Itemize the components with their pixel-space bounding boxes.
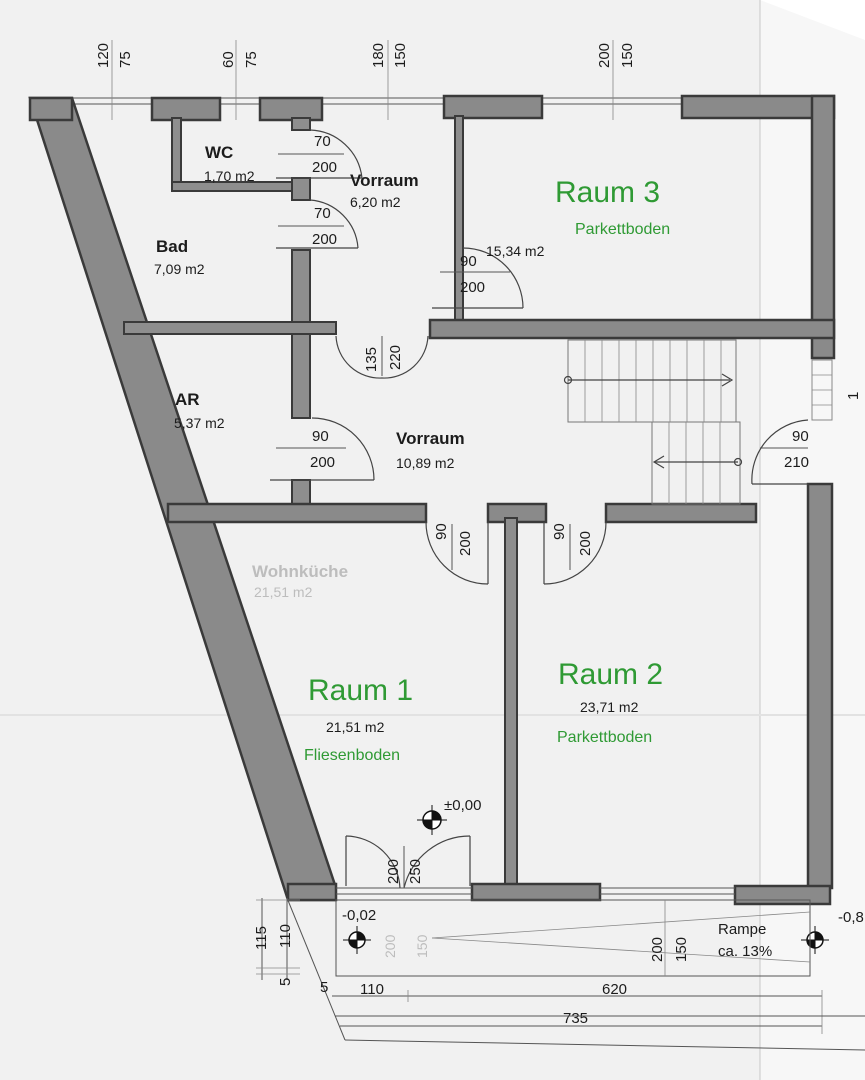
bottom-dim: 735 bbox=[563, 1010, 588, 1027]
top-dim-label: 60 bbox=[220, 51, 237, 68]
top-dim-label: 120 bbox=[95, 43, 112, 68]
level-marker-icon bbox=[801, 926, 829, 954]
room-name-ar: AR bbox=[175, 390, 200, 409]
room-area-raum3: 15,34 m2 bbox=[486, 243, 545, 259]
top-dim-label: 180 bbox=[370, 43, 387, 68]
door-dim: 70 bbox=[314, 133, 331, 150]
ramp-label: Rampe bbox=[718, 921, 766, 938]
outer-wall-right-lower bbox=[806, 482, 834, 890]
room-floor-raum2: Parkettboden bbox=[557, 729, 652, 746]
level-floor: ±0,00 bbox=[444, 797, 481, 814]
door-dim: 200 bbox=[312, 159, 337, 176]
level-marker-icon bbox=[343, 926, 371, 954]
door-dim: 90 bbox=[551, 523, 568, 540]
door-swings bbox=[270, 129, 809, 889]
door-dim: 200 bbox=[649, 937, 666, 962]
door-dim: 200 bbox=[310, 454, 335, 471]
door-dim: 90 bbox=[792, 428, 809, 445]
ramp-slope: ca. 13% bbox=[718, 943, 772, 960]
wc-wall-stub bbox=[291, 177, 311, 201]
room-labels: WC 1,70 m2 Vorraum 6,20 m2 Bad 7,09 m2 R… bbox=[154, 143, 670, 764]
door-dim: 90 bbox=[312, 428, 329, 445]
top-dimension-labels: 120 75 60 75 180 150 200 150 bbox=[95, 43, 636, 68]
room-name-wohnkueche: Wohnküche bbox=[252, 562, 348, 581]
bottom-dimensions: 115 110 5 5 110 620 735 bbox=[253, 897, 865, 1051]
room-floor-raum1: Fliesenboden bbox=[304, 747, 400, 764]
top-dim-label: 75 bbox=[117, 51, 134, 68]
wc-wall-left bbox=[171, 117, 182, 191]
wall-bad-bottom bbox=[123, 321, 337, 335]
door-dim: 200 bbox=[457, 531, 474, 556]
level-ramp-edge: -0,8 bbox=[838, 909, 864, 926]
top-dim-label: 150 bbox=[619, 43, 636, 68]
room-name-raum1: Raum 1 bbox=[308, 674, 413, 707]
staircase bbox=[563, 339, 833, 505]
door-dim: 200 bbox=[382, 934, 398, 958]
room-name-vorraum-top: Vorraum bbox=[350, 171, 419, 190]
door-dim: 200 bbox=[385, 859, 402, 884]
door-dim: 200 bbox=[312, 231, 337, 248]
door-dim: 90 bbox=[460, 253, 477, 270]
room-area-vorraum-top: 6,20 m2 bbox=[350, 194, 401, 210]
level-marker-icon bbox=[417, 805, 447, 835]
top-dim-label: 200 bbox=[596, 43, 613, 68]
ramp-area: 200 150 200 150 Rampe ca. 13% bbox=[335, 899, 811, 977]
door-dim: 250 bbox=[407, 859, 424, 884]
level-outside: -0,02 bbox=[342, 907, 376, 924]
room-area-ar: 5,37 m2 bbox=[174, 415, 225, 431]
paper-sheet bbox=[0, 0, 760, 1080]
room-name-vorraum-main: Vorraum bbox=[396, 429, 465, 448]
outer-wall-right-upper bbox=[810, 94, 836, 360]
room-area-raum2: 23,71 m2 bbox=[580, 699, 639, 715]
wall-bottom-seg bbox=[470, 882, 602, 902]
right-edge-label: 1 bbox=[845, 392, 862, 400]
room-name-raum2: Raum 2 bbox=[558, 658, 663, 691]
door-dim: 200 bbox=[460, 279, 485, 296]
door-dim: 220 bbox=[387, 345, 404, 370]
door-dim: 150 bbox=[673, 937, 690, 962]
raum3-wall-bottom bbox=[428, 318, 836, 340]
top-dim-label: 150 bbox=[392, 43, 409, 68]
door-dim: 135 bbox=[363, 347, 380, 372]
room-name-bad: Bad bbox=[156, 237, 188, 256]
door-dimension-labels: 70 200 70 200 90 200 135 220 90 200 90 2… bbox=[276, 133, 809, 888]
walls bbox=[28, 94, 836, 906]
room-area-raum1: 21,51 m2 bbox=[326, 719, 385, 735]
room-area-bad: 7,09 m2 bbox=[154, 261, 205, 277]
room-area-vorraum-main: 10,89 m2 bbox=[396, 455, 455, 471]
room-area-wc: 1,70 m2 bbox=[204, 168, 255, 184]
level-marks: ±0,00 -0,02 -0,8 bbox=[342, 797, 864, 954]
wall-raum1-top bbox=[166, 502, 428, 524]
top-dim-label: 75 bbox=[243, 51, 260, 68]
wall-top-seg bbox=[28, 96, 74, 122]
bottom-dim: 110 bbox=[360, 981, 384, 998]
door-dim: 70 bbox=[314, 205, 331, 222]
bottom-dim: 5 bbox=[277, 978, 294, 986]
bottom-dim: 5 bbox=[320, 979, 328, 996]
wall-top-seg bbox=[442, 94, 544, 120]
door-dim: 150 bbox=[414, 934, 430, 958]
door-dim: 90 bbox=[433, 523, 450, 540]
wall-top-seg bbox=[150, 96, 222, 122]
room-name-raum3: Raum 3 bbox=[555, 176, 660, 209]
wall-top-seg bbox=[258, 96, 324, 122]
wall-bottom-seg bbox=[286, 882, 338, 902]
room-floor-raum3: Parkettboden bbox=[575, 221, 670, 238]
bottom-dim: 620 bbox=[602, 981, 627, 998]
room-area-wohnkueche: 21,51 m2 bbox=[254, 584, 313, 600]
door-dim: 200 bbox=[577, 531, 594, 556]
door-dim: 210 bbox=[784, 454, 809, 471]
wall-raum2-top bbox=[604, 502, 758, 524]
ar-wall-stub bbox=[291, 479, 311, 507]
room-name-wc: WC bbox=[205, 143, 233, 162]
wall-divider-r1-r2 bbox=[504, 517, 518, 887]
bottom-dim: 110 bbox=[277, 924, 294, 948]
wc-wall-stub bbox=[291, 117, 311, 131]
bottom-dim: 115 bbox=[253, 926, 270, 950]
wall-bottom-seg bbox=[733, 884, 832, 906]
